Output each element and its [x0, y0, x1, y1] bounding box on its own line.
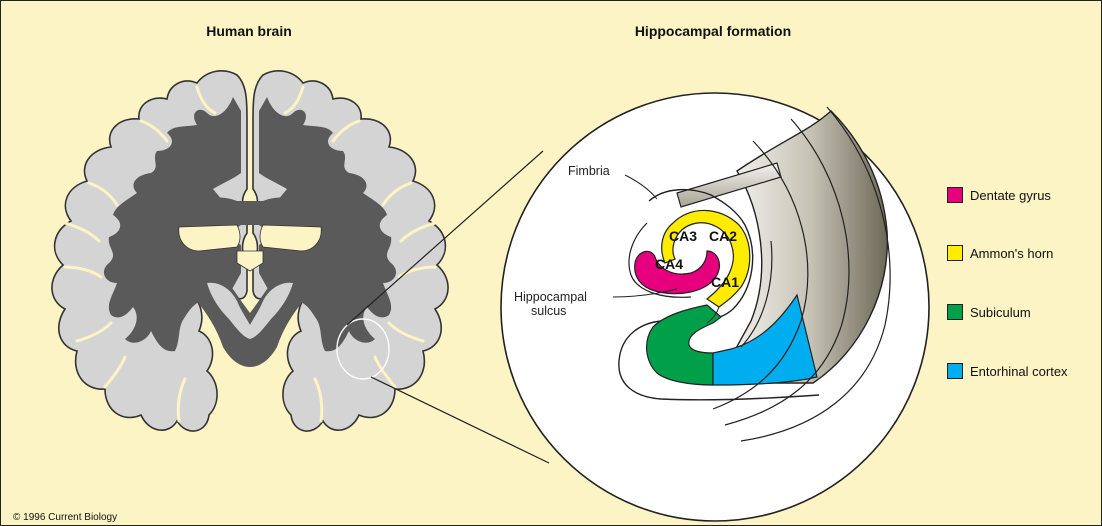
ca4-label: CA4 — [655, 256, 683, 272]
ca2-label: CA2 — [709, 228, 737, 244]
legend-label: Dentate gyrus — [970, 188, 1051, 203]
legend-label: Ammon's horn — [970, 246, 1053, 261]
legend-swatch — [947, 363, 963, 379]
legend-swatch — [947, 187, 963, 203]
legend-swatch — [947, 245, 963, 261]
lateral-ventricles — [179, 225, 322, 251]
legend-swatch — [947, 304, 963, 320]
legend-label: Subiculum — [970, 305, 1031, 320]
fimbria-label: Fimbria — [568, 164, 610, 178]
copyright-credit: © 1996 Current Biology — [13, 512, 117, 523]
sulcus-label-line1: Hippocampal — [514, 290, 587, 304]
ca3-label: CA3 — [669, 228, 697, 244]
legend-label: Entorhinal cortex — [970, 364, 1068, 379]
hippocampal-detail: CA3 CA2 CA4 CA1 Fimbria Hippocampal sulc… — [501, 93, 929, 521]
corpus-callosum — [186, 197, 315, 225]
ca1-label: CA1 — [711, 274, 739, 290]
brain-coronal-section — [52, 71, 448, 431]
sulcus-label-line2: sulcus — [531, 304, 566, 318]
